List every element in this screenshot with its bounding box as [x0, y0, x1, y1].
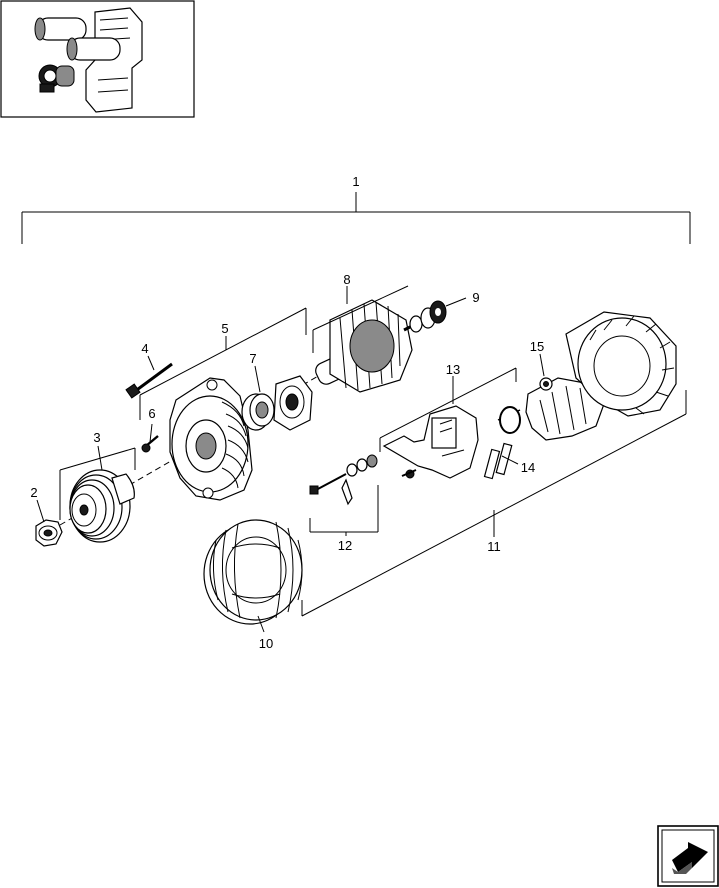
part-long-bolt — [125, 362, 173, 399]
alternator-location-thumbnail — [0, 0, 195, 118]
alternator-highlight — [38, 64, 75, 93]
part-rear-end-frame — [565, 311, 677, 417]
part-rotor — [315, 299, 425, 393]
callout-1: 1 — [352, 174, 359, 189]
callout-11: 11 — [487, 539, 501, 554]
bracket-rotor — [312, 285, 409, 353]
part-terminal-bolt-kit — [309, 454, 378, 506]
part-rectifier — [525, 377, 605, 441]
bracket-pulley-group — [59, 447, 136, 520]
callout-6: 6 — [148, 406, 155, 421]
assembly-bracket — [21, 192, 691, 244]
callout-2: 2 — [30, 485, 37, 500]
callout-5: 5 — [221, 321, 228, 336]
part-screw — [141, 435, 159, 453]
bracket-terminal-kit — [309, 485, 379, 533]
callout-4: 4 — [141, 341, 148, 356]
bracket-regulator — [379, 367, 517, 452]
part-bearing — [241, 393, 275, 431]
callout-13: 13 — [446, 362, 460, 377]
part-drive-end-frame — [169, 377, 253, 501]
callout-15: 15 — [530, 339, 544, 354]
bracket-rear-frame-group — [301, 390, 687, 617]
next-page-arrow-icon[interactable] — [657, 825, 719, 887]
part-seal-ring — [499, 406, 521, 434]
leader-lines — [36, 286, 545, 633]
part-nut — [35, 519, 63, 547]
part-slip-ring — [409, 300, 447, 333]
part-stator — [203, 519, 303, 625]
part-pulley — [69, 469, 135, 543]
callout-3: 3 — [93, 430, 100, 445]
callout-8: 8 — [343, 272, 350, 287]
callout-9: 9 — [472, 290, 479, 305]
part-bearing-retainer — [273, 375, 313, 431]
callout-7: 7 — [249, 351, 256, 366]
callout-10: 10 — [259, 636, 273, 651]
part-regulator — [382, 405, 479, 479]
bracket-end-frame-group — [139, 307, 307, 420]
callout-12: 12 — [338, 538, 352, 553]
callout-14: 14 — [521, 460, 535, 475]
